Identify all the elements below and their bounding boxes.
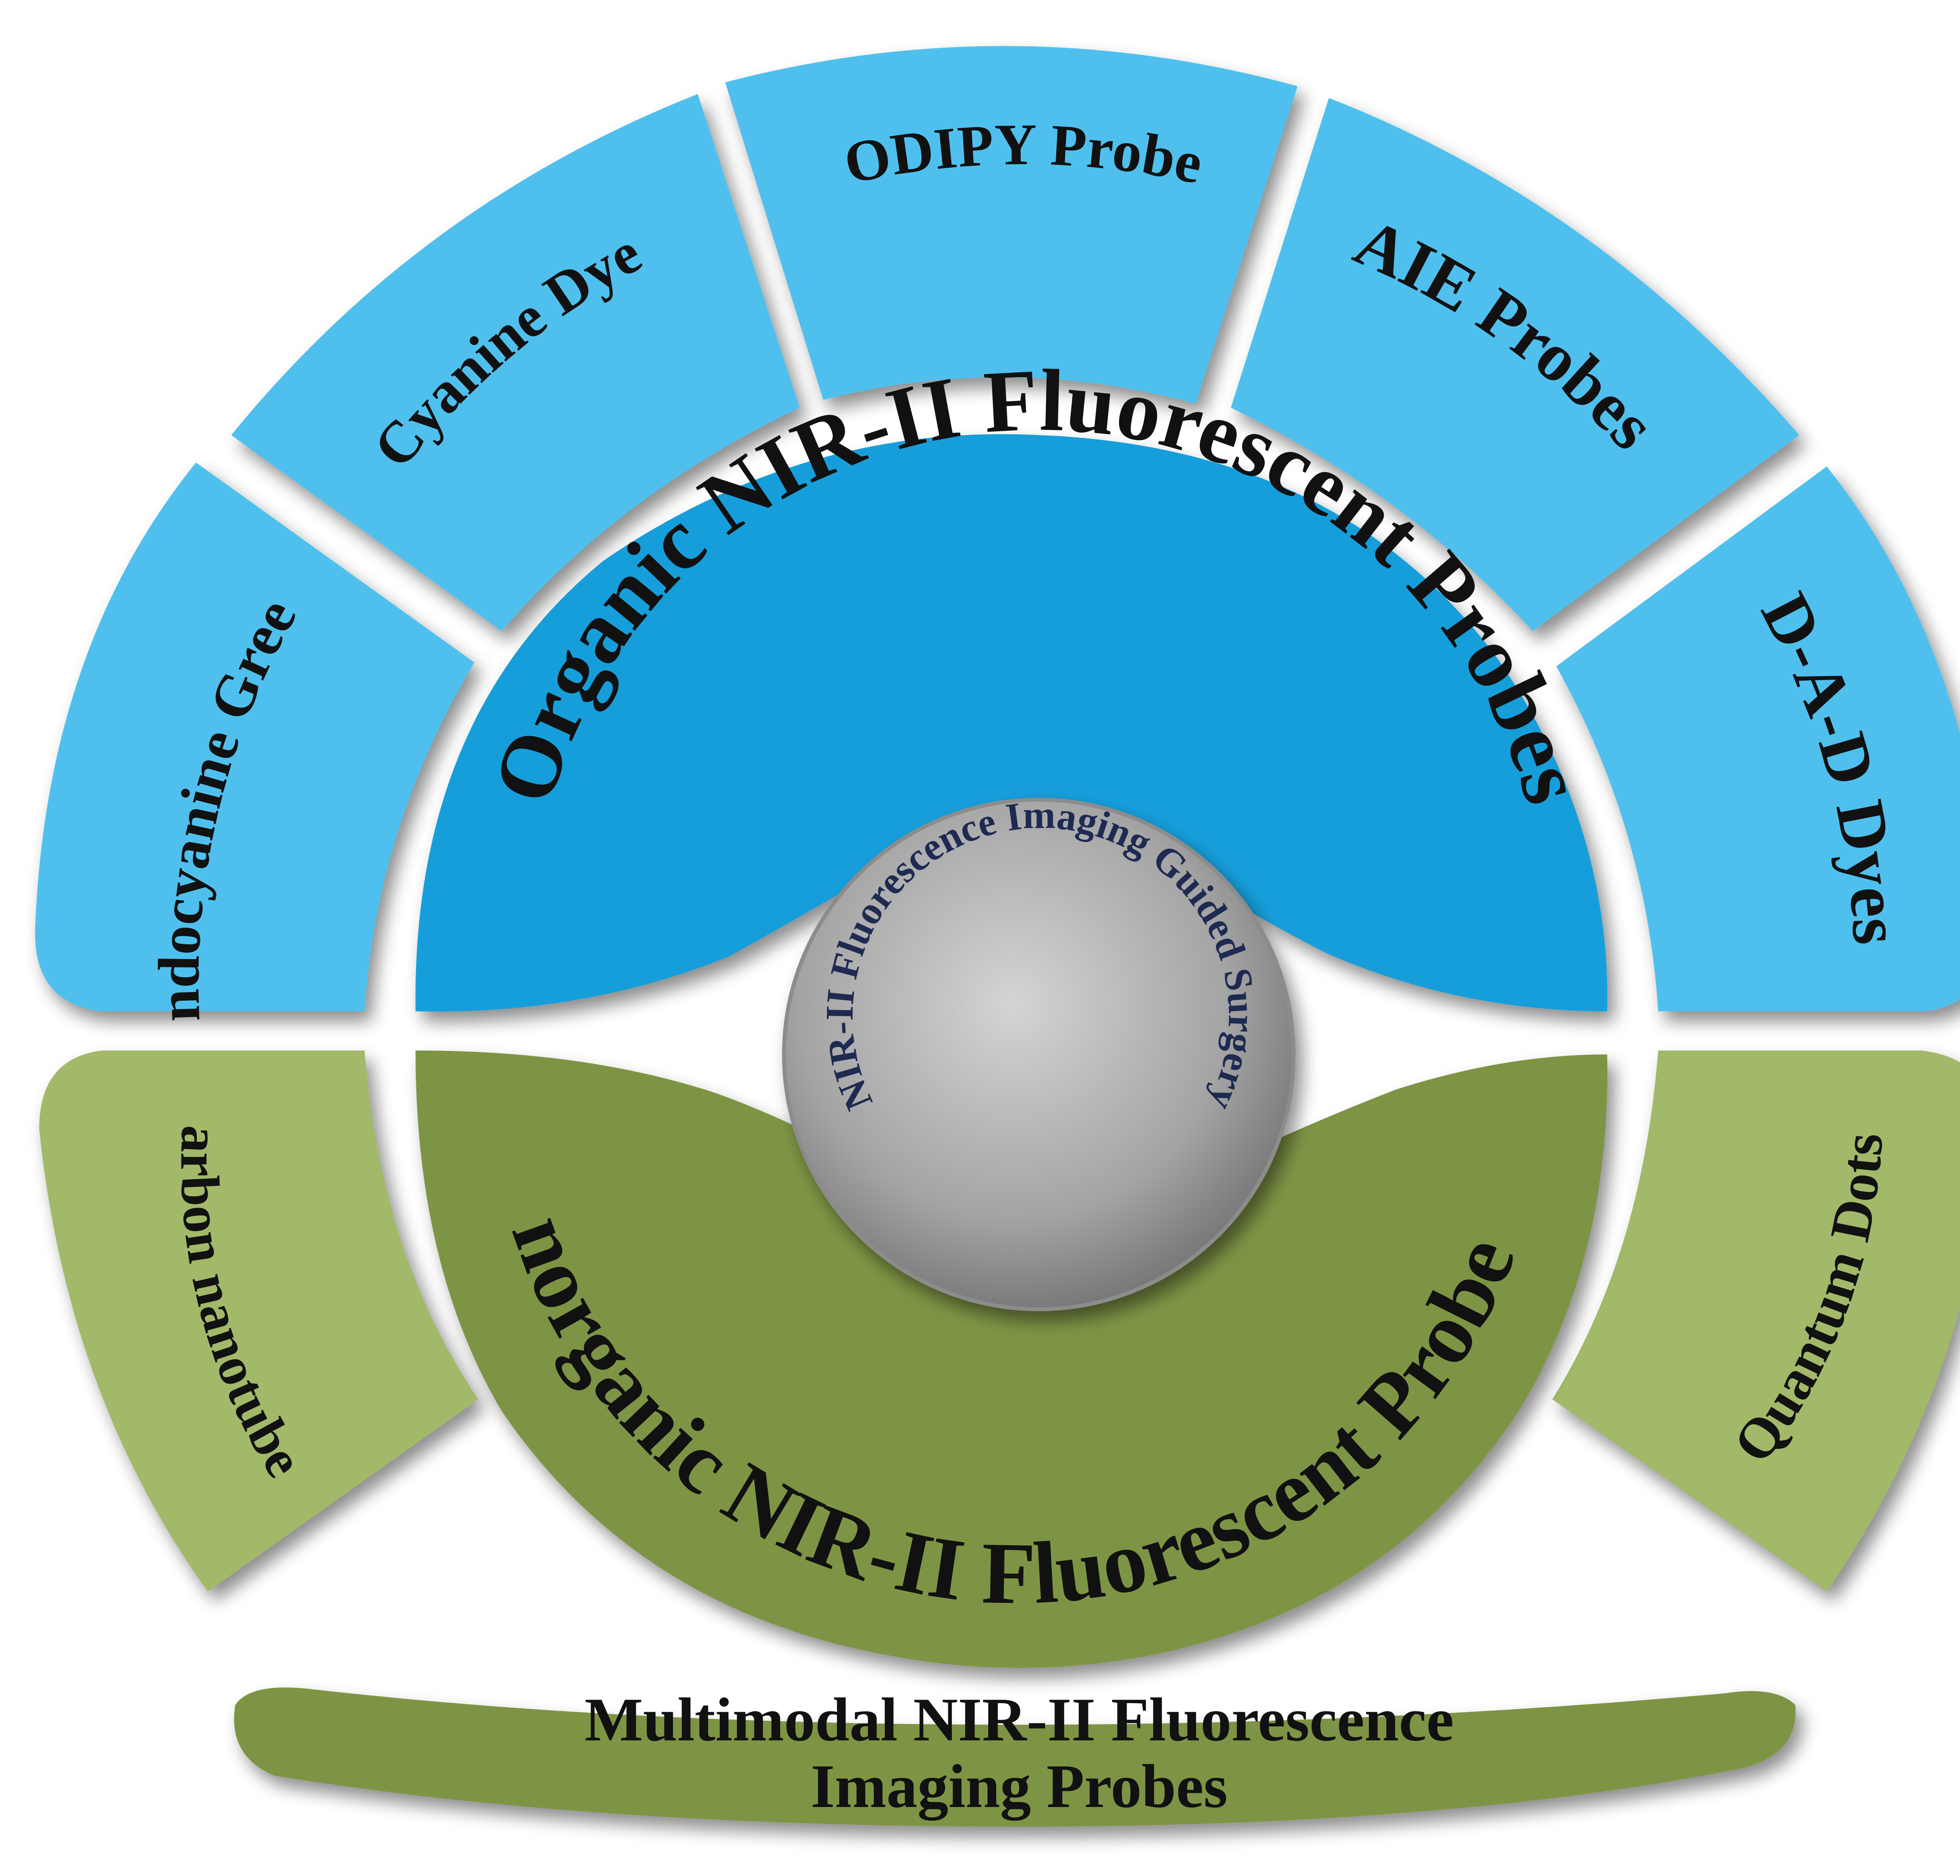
- segment-cyanine-dyes: [231, 94, 800, 631]
- organic-core-shape: [415, 434, 1608, 1012]
- segment-dad-dyes: [1556, 466, 1960, 1011]
- segment-bodipy-probes: [725, 46, 1298, 404]
- segment-indocyanine-green: [35, 463, 475, 1011]
- segment-carbon-nanotubes: [39, 1050, 478, 1591]
- center-circle: [782, 798, 1296, 1311]
- segment-quantum-dots: [1552, 1050, 1960, 1591]
- inorganic-core: [416, 1050, 1608, 1668]
- bottom-banner: [234, 1687, 1796, 1827]
- segment-dad-dyes-shape: [1556, 466, 1960, 1011]
- segment-quantum-dots-shape: [1552, 1050, 1960, 1591]
- label-bottom-line2: Imaging Probes: [811, 1752, 1228, 1821]
- segment-carbon-nanotubes-shape: [39, 1050, 478, 1591]
- center-circle-shape: [782, 798, 1296, 1311]
- label-bottom-line1: Multimodal NIR-II Fluorescence: [584, 1685, 1454, 1754]
- bottom-banner-shape: [234, 1687, 1796, 1827]
- segment-cyanine-dyes-shape: [231, 94, 800, 631]
- organic-core: [415, 434, 1608, 1012]
- segment-indocyanine-green-shape: [35, 463, 475, 1011]
- inorganic-core-shape: [416, 1050, 1608, 1668]
- segment-aie-probes: [1231, 98, 1799, 631]
- segment-bodipy-probes-shape: [725, 46, 1298, 404]
- segment-aie-probes-shape: [1231, 98, 1799, 631]
